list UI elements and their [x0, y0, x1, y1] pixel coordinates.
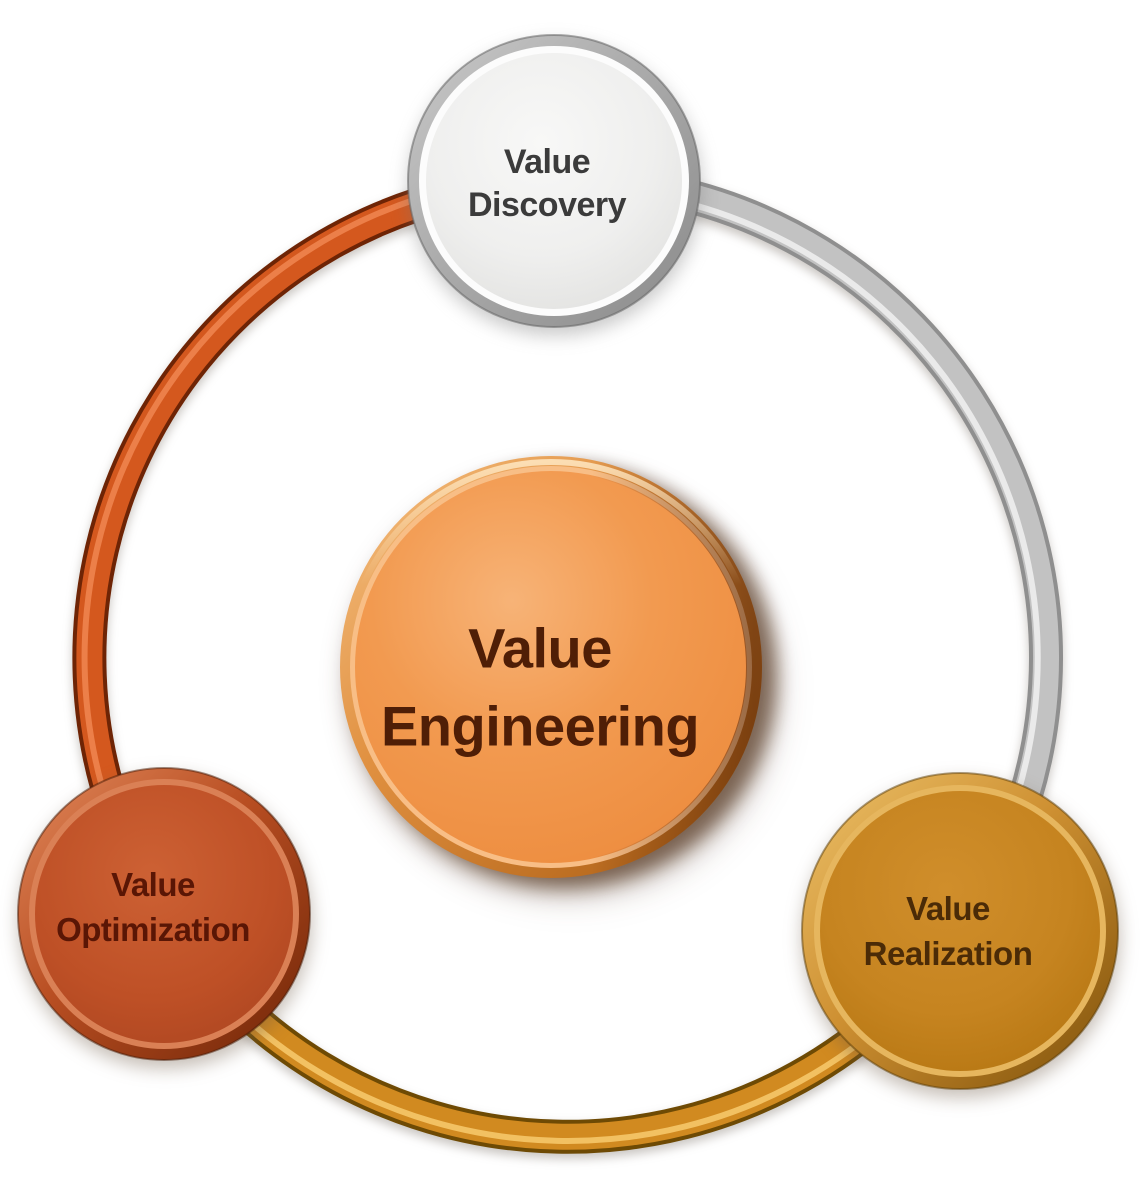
arc-discovery-to-realization-body [553, 167, 1060, 939]
arc-discovery-to-realization [551, 163, 1064, 941]
node-engineering-circle [340, 456, 762, 878]
node-realization-circle [801, 772, 1119, 1090]
arc-discovery-to-realization-highlight [551, 184, 1041, 930]
node-engineering-fill [355, 471, 747, 863]
node-optimization-circle [17, 767, 311, 1061]
node-realization-fill [820, 791, 1100, 1071]
arc-optimization-to-discovery-highlight [81, 172, 557, 920]
arc-optimization-to-discovery [72, 164, 557, 924]
node-discovery-fill [426, 53, 682, 309]
arc-optimization-to-discovery-body [76, 168, 555, 921]
node-engineering-top-glow [343, 459, 759, 875]
node-optimization-fill [35, 785, 293, 1043]
node-discovery-circle [407, 34, 701, 328]
